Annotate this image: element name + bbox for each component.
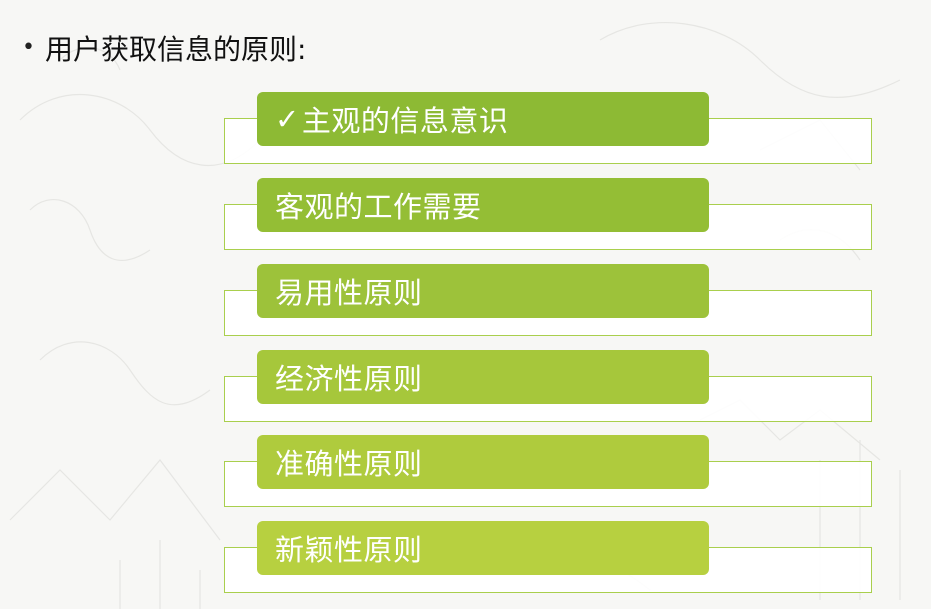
heading-text: 用户获取信息的原则: (44, 33, 307, 66)
page-heading: • 用户获取信息的原则: (22, 28, 306, 68)
principle-item-3: 易用性原则 (0, 264, 931, 344)
principle-item-2: 客观的工作需要 (0, 178, 931, 258)
principle-label: 新颖性原则 (275, 533, 423, 567)
bullet-icon: • (22, 35, 35, 60)
principle-label: 易用性原则 (275, 276, 423, 310)
check-icon: ✓ (275, 102, 300, 136)
principle-bar: 经济性原则 (257, 350, 709, 404)
principle-item-4: 经济性原则 (0, 350, 931, 430)
principle-item-1: ✓ 主观的信息意识 (0, 92, 931, 172)
principle-label: 客观的工作需要 (275, 190, 482, 224)
principle-bar: 易用性原则 (257, 264, 709, 318)
principle-item-6: 新颖性原则 (0, 521, 931, 601)
principle-label: 准确性原则 (275, 447, 423, 481)
principle-label: 经济性原则 (275, 362, 423, 396)
principle-bar: 准确性原则 (257, 435, 709, 489)
principle-item-5: 准确性原则 (0, 435, 931, 515)
principle-bar: ✓ 主观的信息意识 (257, 92, 709, 146)
principle-bar: 客观的工作需要 (257, 178, 709, 232)
principle-label: 主观的信息意识 (301, 104, 509, 138)
principle-bar: 新颖性原则 (257, 521, 709, 575)
